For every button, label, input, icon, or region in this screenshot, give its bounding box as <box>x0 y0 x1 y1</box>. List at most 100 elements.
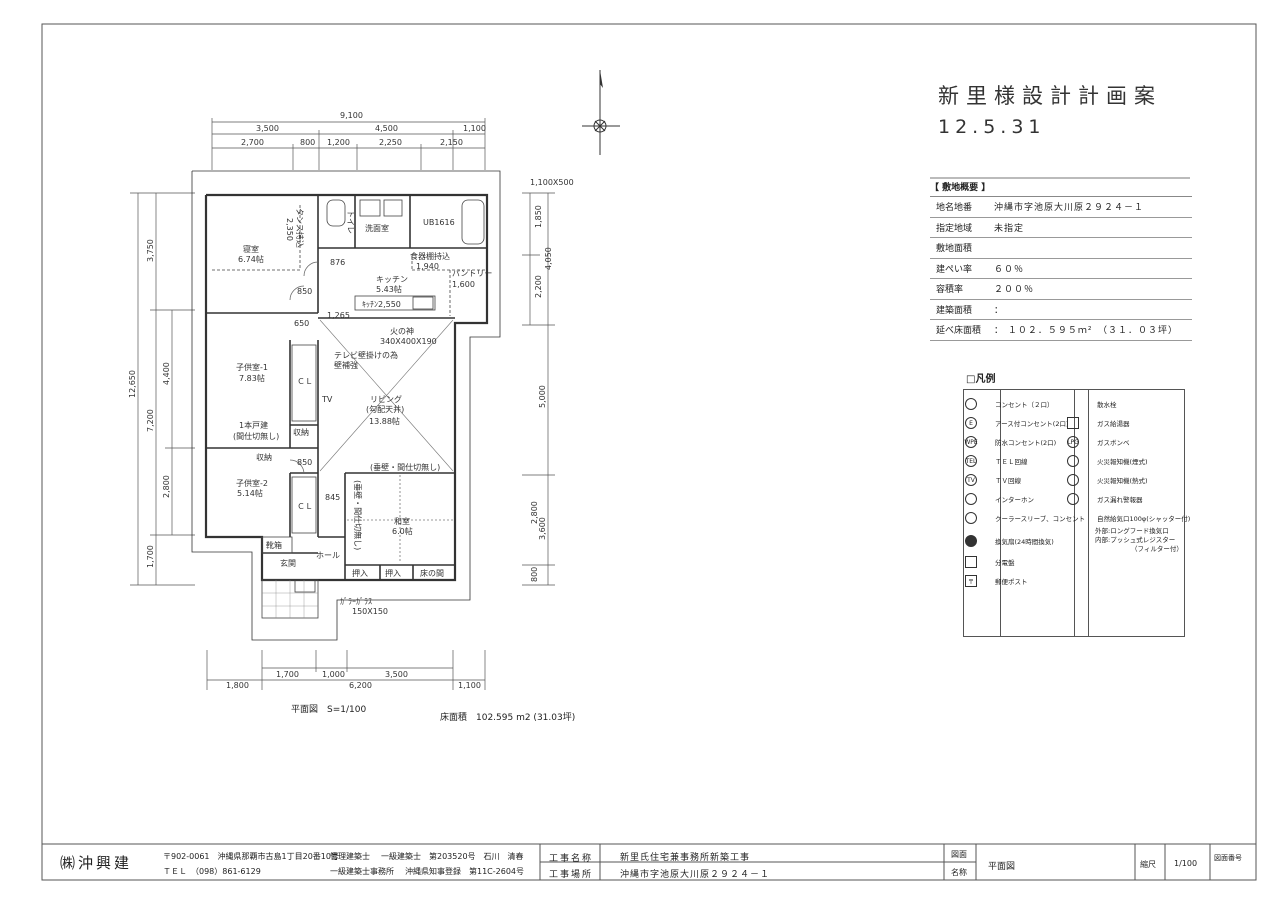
shoes-label: 靴箱 <box>266 540 282 550</box>
storage1-label: 収納 <box>293 427 309 437</box>
bedroom-name: 寝室 <box>243 244 259 254</box>
dim-850a: 850 <box>297 287 312 296</box>
scale-caption: 平面図 S=1/100 <box>291 705 367 715</box>
legend-title: □凡例 <box>966 374 996 385</box>
drawing-number-label: 図面番号 <box>1214 854 1242 862</box>
pantry-dim: 1,600 <box>452 280 475 289</box>
dim-bottom-2-1: 1,800 <box>226 681 249 690</box>
japanese-name: 和室 <box>394 516 410 526</box>
project-title: 新里様設計計画案 <box>938 84 1162 108</box>
site-overview-table: 【 敷地概要 】 地名地番沖縄市字池原大川原２９２４－１ 指定地域未指定 敷地面… <box>930 180 1192 341</box>
work-name-label: 工事名称 <box>549 854 594 864</box>
smoke-detector-icon <box>1067 455 1079 467</box>
dim-right-2: 4,050 <box>544 247 553 270</box>
company-name: ㈱沖興建 <box>60 854 133 872</box>
waterproof-outlet-icon: WPE <box>964 436 978 448</box>
oshiire-2: 押入 <box>385 568 401 578</box>
entrance-label: 玄関 <box>280 558 296 568</box>
tokonoma-label: 床の間 <box>420 568 444 578</box>
office-registration: 沖縄県知事登録 第11C-2604号 <box>405 867 525 876</box>
dim-bottom-1-3: 3,500 <box>385 670 408 679</box>
cl2-label: ＣＬ <box>297 502 313 511</box>
distribution-board-icon <box>965 556 977 568</box>
child1-name: 子供室-1 <box>236 362 268 372</box>
kitchen-area: 5.43帖 <box>376 284 402 294</box>
work-place-label: 工事場所 <box>549 870 594 880</box>
dim-top-3-4: 2,250 <box>379 138 402 147</box>
heat-detector-icon <box>1067 474 1079 486</box>
dim-top-3-3: 1,200 <box>327 138 350 147</box>
dim-bottom-1-1: 1,700 <box>276 670 299 679</box>
closet-storage: タンス持込 <box>295 208 305 248</box>
sink-label: ｷｯﾁﾝ2,550 <box>362 300 401 309</box>
site-row: 延べ床面積： １０２．５９５ｍ² （３１．０３坪） <box>930 320 1192 341</box>
gas-cylinder-icon: LPG <box>1067 436 1079 448</box>
dim-bottom-2-2: 6,200 <box>349 681 372 690</box>
area-caption: 床面積 102.595 m2 (31.03坪) <box>440 713 576 723</box>
dim-total-top: 9,100 <box>340 111 363 120</box>
site-row: 敷地面積 <box>930 238 1192 259</box>
gas-heater-icon <box>1067 417 1079 429</box>
eave-outline <box>191 170 501 641</box>
dim-850b: 850 <box>297 458 312 467</box>
child2-name: 子供室-2 <box>236 478 268 488</box>
child1-note-2: (間仕切無し) <box>233 431 279 441</box>
dim-bottom-1-2: 1,000 <box>322 670 345 679</box>
tel-icon: TEL <box>965 455 977 467</box>
company-address: 〒902-0061 沖縄県那覇市古島1丁目20番10号 <box>163 852 339 861</box>
tv-icon: TV <box>965 474 977 486</box>
architect-name: 一級建築士 第203520号 石川 清春 <box>381 852 524 861</box>
dim-top-2-1: 3,500 <box>256 124 279 133</box>
dim-right-3: 2,200 <box>534 275 543 298</box>
dim-top-2-2: 4,500 <box>375 124 398 133</box>
ventilation-fan-icon <box>965 535 977 547</box>
dim-650: 650 <box>294 319 309 328</box>
legend-box <box>963 389 1185 637</box>
tv-mark: TV <box>321 395 333 404</box>
air-inlet-icon <box>1067 512 1079 524</box>
pantry-name: パントリー <box>452 269 492 278</box>
dim-right-7: 800 <box>530 567 539 582</box>
bath-label: UB1616 <box>423 218 455 227</box>
child2-area: 5.14帖 <box>237 488 263 498</box>
cupboard-note: 食器棚持込 <box>410 251 450 261</box>
cupboard-dim: 1,940 <box>416 262 439 271</box>
entrance-grid <box>262 580 318 618</box>
glass-dim: 150X150 <box>352 607 388 616</box>
work-place: 沖縄市字池原大川原２９２４－１ <box>620 870 771 880</box>
site-row: 地名地番沖縄市字池原大川原２９２４－１ <box>930 197 1192 218</box>
dim-top-3-2: 800 <box>300 138 315 147</box>
cooler-sleeve-icon <box>965 512 977 524</box>
intercom-icon <box>965 493 977 505</box>
toilet-label: トイレ <box>346 210 355 234</box>
hinokami-name: 火の神 <box>390 326 414 336</box>
washroom-label: 洗面室 <box>365 223 389 233</box>
dim-bottom-2-3: 1,100 <box>458 681 481 690</box>
living-name: リビング <box>370 394 402 404</box>
project-date: 12.5.31 <box>938 116 1046 138</box>
glass-note: ｶﾞﾗｰｶﾞﾗｽ <box>340 597 372 606</box>
site-row: 指定地域未指定 <box>930 218 1192 238</box>
japanese-note: (垂壁・間仕切無し) <box>370 462 440 472</box>
mail-post-icon: 〒 <box>965 575 977 587</box>
tv-note-2: 壁補強 <box>334 360 358 370</box>
child1-area: 7.83帖 <box>239 373 265 383</box>
office-label: 一級建築士事務所 <box>330 867 394 876</box>
architect-label: 管理建築士 <box>330 852 370 861</box>
drawing-name: 平面図 <box>988 862 1016 872</box>
dim-1265: 1,265 <box>327 311 350 320</box>
closet-dim: 2,350 <box>285 218 294 241</box>
japanese-area: 6.0帖 <box>392 526 413 536</box>
window-note: 1,100X500 <box>530 178 574 187</box>
dim-left-inner-1: 4,400 <box>162 362 171 385</box>
scale-value: 1/100 <box>1174 859 1198 868</box>
dim-right-4: 5,000 <box>538 385 547 408</box>
dim-right-5: 2,800 <box>530 501 539 524</box>
top-dimension-lines <box>130 118 555 690</box>
drawing-label-2: 名称 <box>951 868 967 877</box>
kitchen-name: キッチン <box>376 275 408 284</box>
